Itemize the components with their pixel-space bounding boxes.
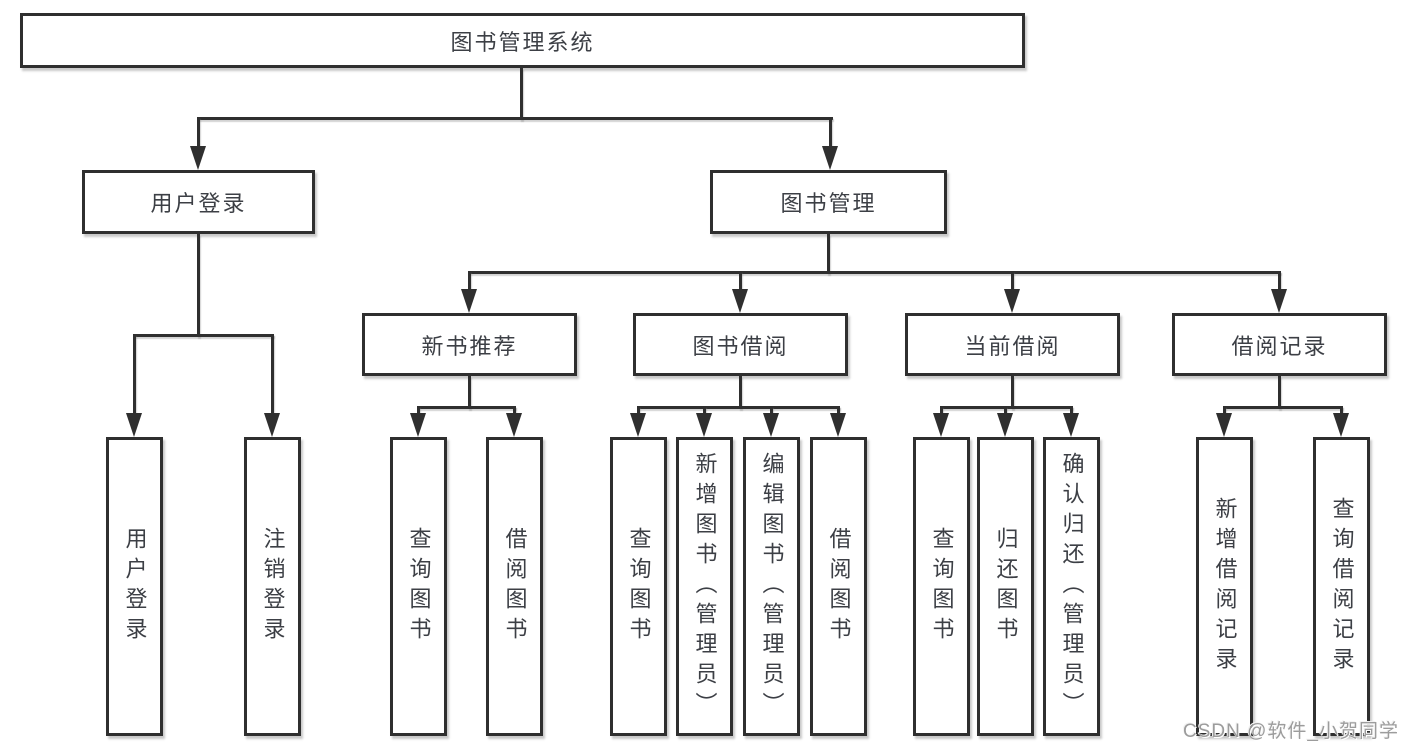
csdn-watermark: CSDN @软件_小贺同学 [1183,721,1399,742]
node-borrow-records: 借阅记录 [1172,313,1387,376]
connector-root-hline [197,117,833,120]
connector-root-stem [520,68,523,120]
connector-userlogin-hline [133,334,274,337]
arrowhead-icon [822,146,838,170]
arrowhead-icon [190,146,206,170]
leaf-query-books-recommend: 查询图书 [390,437,447,736]
arrowhead-icon [696,413,712,437]
connector-branch-shaft [468,271,471,291]
node-root: 图书管理系统 [20,13,1025,68]
leaf-edit-books-admin: 编辑图书（管理员） [743,437,800,736]
connector-group-stem [739,376,742,409]
leaf-add-borrow-record: 新增借阅记录 [1196,437,1253,736]
arrowhead-icon [997,413,1013,437]
leaf-borrow-books-recommend: 借阅图书 [486,437,543,736]
connector-group-stem [1011,376,1014,409]
connector-group-hline [417,406,516,409]
connector-bookmgmt-hline [468,271,1281,274]
connector-branch-shaft [1011,271,1014,291]
arrowhead-icon [830,413,846,437]
connector-root-arrow-left-shaft [197,117,200,149]
node-book-management: 图书管理 [710,170,947,234]
connector-root-arrow-right-shaft [829,117,832,149]
connector-leaf-shaft [637,406,640,416]
connector-group-hline [1223,406,1343,409]
arrowhead-icon [1004,289,1020,313]
arrowhead-icon [1216,413,1232,437]
arrowhead-icon [1063,413,1079,437]
connector-bookmgmt-stem [827,234,830,274]
connector-branch-shaft [1278,271,1281,291]
arrowhead-icon [126,413,142,437]
connector-leaf-shaft [271,334,274,415]
node-current-borrow: 当前借阅 [905,313,1120,376]
leaf-borrow-books: 借阅图书 [810,437,867,736]
arrowhead-icon [506,413,522,437]
leaf-confirm-return-admin: 确认归还（管理员） [1043,437,1100,736]
connector-leaf-shaft [1223,406,1226,416]
connector-leaf-shaft [1340,406,1343,416]
arrowhead-icon [461,289,477,313]
leaf-user-login: 用户登录 [106,437,163,736]
connector-group-hline [637,406,840,409]
connector-leaf-shaft [837,406,840,416]
arrowhead-icon [1271,289,1287,313]
leaf-logout: 注销登录 [244,437,301,736]
connector-branch-shaft [739,271,742,291]
connector-leaf-shaft [770,406,773,416]
connector-userlogin-stem [197,234,200,337]
leaf-query-books-current: 查询图书 [913,437,970,736]
connector-leaf-shaft [1070,406,1073,416]
connector-leaf-shaft [940,406,943,416]
arrowhead-icon [933,413,949,437]
connector-group-stem [1278,376,1281,409]
node-new-book-recommend: 新书推荐 [362,313,577,376]
leaf-return-books: 归还图书 [977,437,1034,736]
arrowhead-icon [630,413,646,437]
arrowhead-icon [763,413,779,437]
node-user-login: 用户登录 [82,170,315,234]
connector-leaf-shaft [133,334,136,415]
arrowhead-icon [732,289,748,313]
connector-leaf-shaft [417,406,420,416]
connector-leaf-shaft [703,406,706,416]
arrowhead-icon [1333,413,1349,437]
arrowhead-icon [410,413,426,437]
node-book-borrow: 图书借阅 [633,313,848,376]
connector-leaf-shaft [1004,406,1007,416]
leaf-query-books-borrow: 查询图书 [610,437,667,736]
leaf-add-books-admin: 新增图书（管理员） [676,437,733,736]
arrowhead-icon [264,413,280,437]
connector-group-stem [468,376,471,409]
connector-leaf-shaft [513,406,516,416]
leaf-query-borrow-record: 查询借阅记录 [1313,437,1370,736]
